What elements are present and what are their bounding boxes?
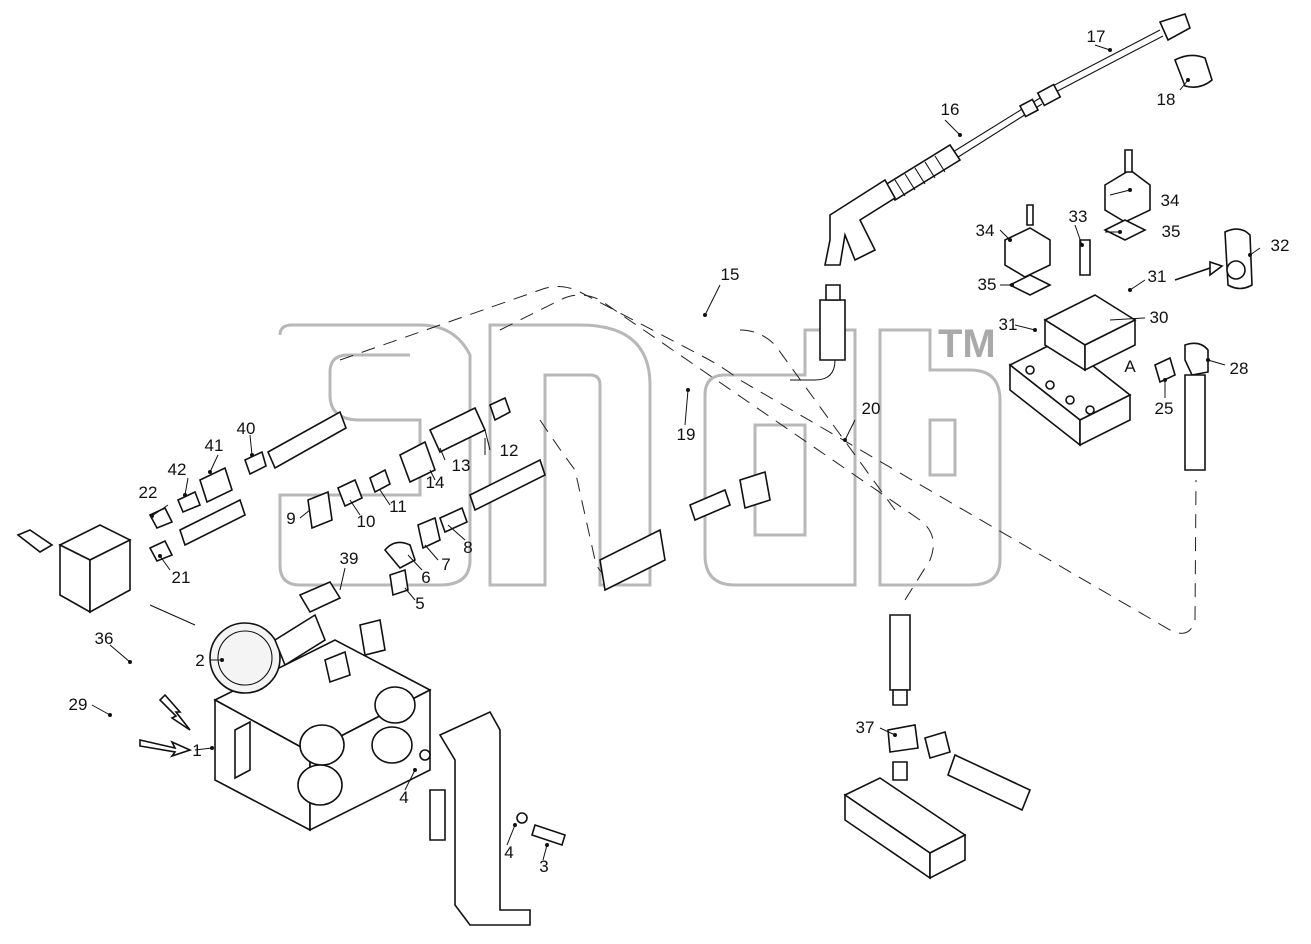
callout-42: 42 xyxy=(167,460,187,479)
callout-14: 14 xyxy=(425,473,445,492)
callout-40: 40 xyxy=(236,419,256,438)
callout-35-left: 35 xyxy=(977,275,997,294)
callout-3: 3 xyxy=(539,857,549,876)
callout-13: 13 xyxy=(451,456,471,475)
callout-2: 2 xyxy=(195,651,205,670)
spray-gun-assembly xyxy=(819,13,1213,361)
callout-7: 7 xyxy=(441,555,451,574)
callout-29: 29 xyxy=(68,695,88,714)
callout-39: 39 xyxy=(339,549,359,568)
callout-34-top: 34 xyxy=(1160,191,1180,210)
callout-34-left: 34 xyxy=(975,221,995,240)
callout-9: 9 xyxy=(286,509,296,528)
distribution-manifold xyxy=(843,614,1032,880)
callout-12: 12 xyxy=(499,441,519,460)
direction-arrows xyxy=(139,260,1224,758)
mounting-bracket xyxy=(419,710,566,926)
callout-19: 19 xyxy=(676,425,696,444)
callout-28: 28 xyxy=(1229,359,1249,378)
callout-1: 1 xyxy=(192,741,202,760)
callout-18: 18 xyxy=(1156,90,1176,109)
callout-16: 16 xyxy=(940,100,960,119)
callout-41: 41 xyxy=(204,436,224,455)
callout-15: 15 xyxy=(720,265,740,284)
callout-32: 32 xyxy=(1270,236,1290,255)
callout-4-right: 4 xyxy=(504,843,514,862)
callout-20: 20 xyxy=(861,399,881,418)
leader-lines xyxy=(91,44,1261,861)
callout-17: 17 xyxy=(1086,27,1106,46)
callout-10: 10 xyxy=(356,512,376,531)
callout-22: 22 xyxy=(138,483,158,502)
callout-21: 21 xyxy=(171,568,191,587)
callout-6: 6 xyxy=(421,568,431,587)
callout-25: 25 xyxy=(1154,399,1174,418)
callout-5: 5 xyxy=(415,594,425,613)
callout-8: 8 xyxy=(463,538,473,557)
callout-11: 11 xyxy=(389,497,407,516)
callout-A: A xyxy=(1124,357,1136,376)
pump-assembly xyxy=(209,580,432,832)
outlet-fittings xyxy=(307,396,771,597)
valve-block-assembly xyxy=(1004,149,1253,471)
callout-35-right: 35 xyxy=(1161,222,1181,241)
inlet-fittings xyxy=(16,410,347,614)
callout-4-left: 4 xyxy=(399,788,409,807)
trademark-symbol: TM xyxy=(938,322,996,366)
callout-33: 33 xyxy=(1068,207,1088,226)
callout-36: 36 xyxy=(94,629,114,648)
leader-dots xyxy=(108,48,1252,847)
callout-37: 37 xyxy=(855,718,875,737)
callout-31-right: 31 xyxy=(1147,267,1167,286)
callout-31-left: 31 xyxy=(998,315,1018,334)
callout-30: 30 xyxy=(1149,308,1169,327)
